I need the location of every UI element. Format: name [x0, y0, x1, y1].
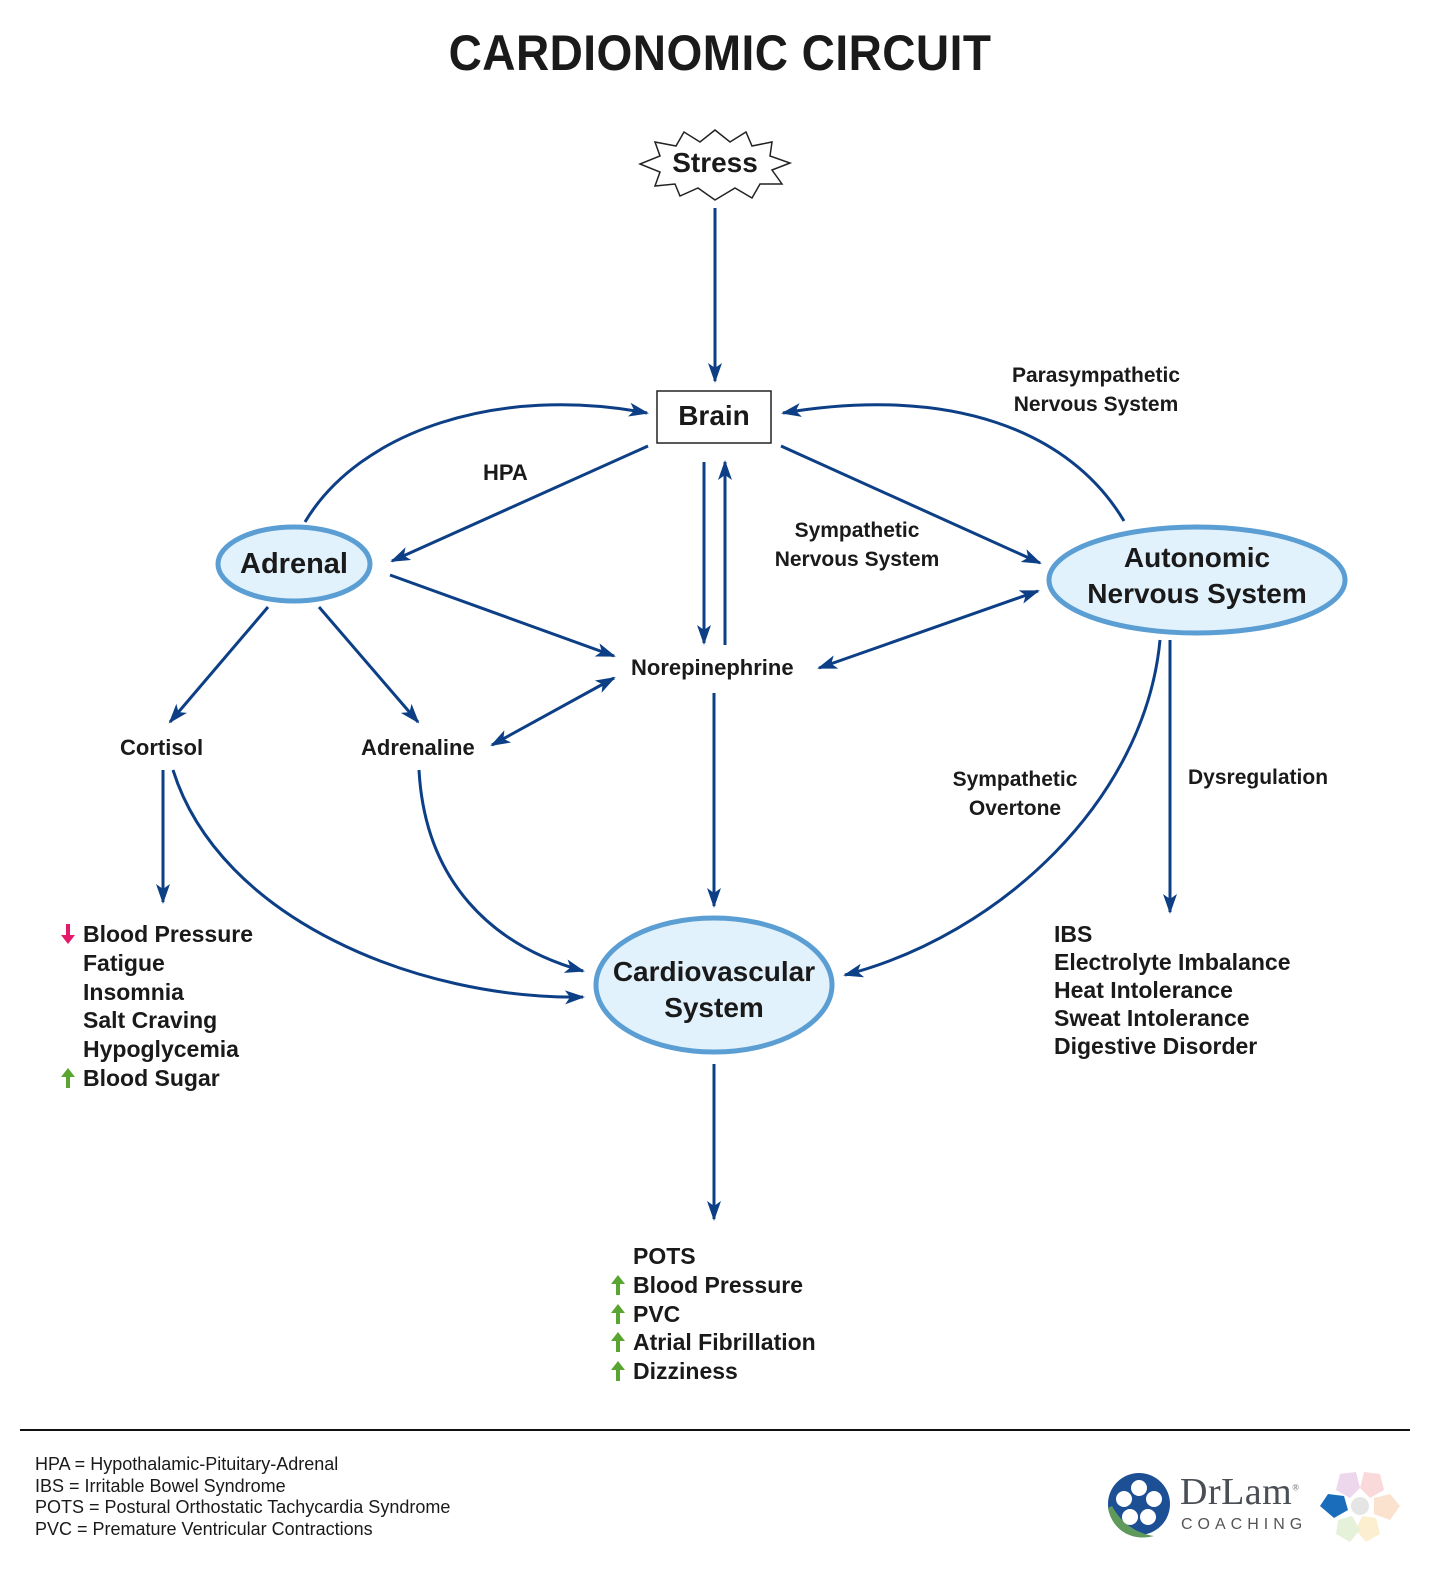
cardio-label-line1: Cardiovascular	[612, 956, 816, 987]
arrow-up-icon	[611, 1274, 625, 1295]
autonomic-label-line2: Nervous System	[1087, 578, 1307, 609]
brain-box	[656, 390, 772, 444]
legend-item: PVC = Premature Ventricular Contractions	[35, 1518, 373, 1539]
cortisol-effects-list: Blood Pressure Fatigue Insomnia Salt Cra…	[61, 920, 253, 1093]
edge-ans-cardio-overtone	[843, 639, 1162, 978]
sympathetic-overtone-edge-label: Sympathetic Overtone	[925, 765, 1105, 823]
flower-logo-icon	[1320, 1472, 1400, 1542]
edge-adrenal-cortisol	[168, 606, 270, 724]
norepinephrine-label: Norepinephrine	[631, 655, 794, 680]
cardio-effect-item: Blood Pressure	[611, 1271, 816, 1300]
cortisol-effect-item: Blood Sugar	[61, 1064, 253, 1093]
cardio-label: Cardiovascular System	[596, 954, 832, 1026]
dysregulation-effect-item: Electrolyte Imbalance	[1054, 949, 1291, 975]
arrow-up-icon	[611, 1303, 625, 1324]
cardio-effects-list: POTS Blood Pressure PVC Atrial Fibrillat…	[611, 1242, 816, 1386]
dysregulation-effects-list: IBS Electrolyte Imbalance Heat Intoleran…	[1054, 920, 1291, 1060]
edge-ans-norepinephrine	[817, 589, 1040, 670]
drlam-logo-text: DrLam®	[1180, 1471, 1300, 1513]
cardio-effect-item: Atrial Fibrillation	[611, 1328, 816, 1357]
adrenaline-label: Adrenaline	[361, 735, 475, 760]
footer-divider	[20, 1429, 1410, 1431]
arrow-up-icon	[611, 1332, 625, 1353]
dysregulation-effect-item: Sweat Intolerance	[1054, 1005, 1250, 1031]
stress-label: Stress	[672, 147, 758, 178]
legend-item: POTS = Postural Orthostatic Tachycardia …	[35, 1497, 451, 1517]
cortisol-effect-item: Insomnia	[83, 978, 184, 1005]
arrow-down-icon	[61, 924, 75, 944]
brain-label: Brain	[678, 400, 750, 431]
autonomic-label-line1: Autonomic	[1123, 542, 1271, 573]
sympathetic-line1: Sympathetic	[794, 519, 920, 542]
dysregulation-effect-item: Heat Intolerance	[1054, 977, 1233, 1003]
sympathetic-edge-label: Sympathetic Nervous System	[757, 516, 957, 574]
stress-starburst	[637, 129, 793, 201]
overtone-line2: Overtone	[968, 797, 1062, 820]
arrow-up-icon	[611, 1361, 625, 1382]
edge-adrenal-norepinephrine	[389, 573, 616, 658]
dysregulation-effect-item: Digestive Disorder	[1054, 1033, 1258, 1059]
edge-adrenal-adrenaline	[317, 606, 420, 724]
drlam-logo-icon	[1108, 1473, 1170, 1538]
edge-cortisol-cardio	[171, 769, 585, 1005]
edge-adrenaline-cardio	[417, 769, 585, 973]
edge-ans-brain-parasympathetic	[781, 403, 1126, 522]
dysregulation-edge-label: Dysregulation	[1188, 766, 1329, 789]
edge-brain-adrenal-hpa	[390, 444, 649, 563]
edge-brain-ans-sympathetic	[780, 444, 1042, 565]
cardio-effect-item: PVC	[611, 1300, 816, 1329]
overtone-line1: Sympathetic	[952, 768, 1078, 791]
parasympathetic-line2: Nervous System	[1013, 393, 1179, 416]
cardio-label-line2: System	[664, 992, 764, 1023]
drlam-logo-subtitle: COACHING	[1181, 1516, 1308, 1533]
cortisol-effect-item: Hypoglycemia	[83, 1036, 239, 1063]
cardio-node	[593, 915, 835, 1055]
parasympathetic-edge-label: Parasympathetic Nervous System	[996, 361, 1196, 419]
cortisol-label: Cortisol	[120, 735, 204, 760]
parasympathetic-line1: Parasympathetic	[1011, 364, 1181, 387]
abbreviation-legend: HPA = Hypothalamic-Pituitary-Adrenal IBS…	[35, 1454, 450, 1540]
legend-item: HPA = Hypothalamic-Pituitary-Adrenal	[35, 1454, 339, 1474]
hpa-edge-label: HPA	[483, 460, 528, 485]
cardio-effect-item: POTS	[633, 1243, 696, 1269]
dysregulation-effect-item: IBS	[1054, 921, 1093, 947]
adrenal-node	[215, 524, 373, 604]
cortisol-effect-item: Fatigue	[83, 949, 165, 976]
cortisol-effect-item: Salt Craving	[83, 1007, 218, 1034]
cardio-effect-item: Dizziness	[611, 1357, 816, 1386]
edge-adrenal-brain	[303, 402, 649, 523]
autonomic-label: Autonomic Nervous System	[1049, 540, 1345, 612]
edge-adrenaline-norepinephrine	[490, 676, 616, 747]
diagram-title: CARDIONOMIC CIRCUIT	[448, 25, 992, 81]
adrenal-label: Adrenal	[240, 548, 348, 580]
legend-item: IBS = Irritable Bowel Syndrome	[35, 1475, 286, 1496]
sympathetic-line2: Nervous System	[774, 548, 940, 571]
cortisol-effect-item: Blood Pressure	[61, 920, 253, 949]
arrow-up-icon	[61, 1067, 75, 1088]
autonomic-node	[1046, 524, 1348, 636]
